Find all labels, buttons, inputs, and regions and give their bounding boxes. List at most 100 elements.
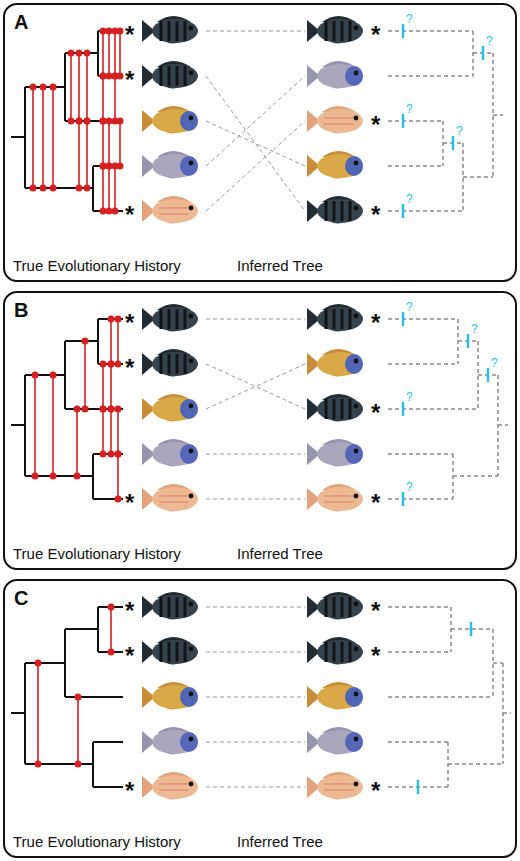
gene-flow-line — [86, 121, 88, 188]
gene-flow-dot — [100, 73, 107, 80]
fish-body — [317, 685, 363, 709]
gene-flow-dot — [40, 84, 47, 91]
gene-flow-dot — [50, 372, 57, 379]
gene-flow-dot — [32, 473, 39, 480]
fish-body — [317, 487, 363, 511]
cyan-tick — [402, 24, 405, 38]
fish-head — [180, 444, 198, 464]
fish-eye — [189, 314, 194, 319]
fish-stripe — [176, 66, 179, 86]
inferred-branch — [498, 424, 508, 426]
fish-picture — [307, 484, 363, 512]
gene-flow-line — [52, 87, 54, 188]
fish-picture — [142, 16, 198, 44]
fish-eye — [354, 161, 359, 166]
tree-branch — [92, 166, 94, 211]
fish-eye — [189, 359, 194, 364]
tree-branch — [93, 786, 123, 788]
fish-stripe — [184, 21, 187, 41]
gene-flow-dot — [40, 185, 47, 192]
gene-flow-dot — [117, 163, 124, 170]
gene-flow-dot — [76, 118, 83, 125]
gene-flow-dot — [100, 163, 107, 170]
cyan-tick — [470, 622, 473, 636]
cyan-tick — [402, 402, 405, 416]
tree-branch — [65, 628, 98, 630]
match-line — [206, 364, 305, 409]
gene-flow-dot — [106, 118, 113, 125]
fish-picture — [307, 151, 363, 179]
inferred-branch — [388, 363, 458, 365]
tree-branch — [97, 31, 99, 76]
gene-flow-dot — [75, 694, 82, 701]
fish-eye — [354, 404, 359, 409]
cyan-tick — [402, 492, 405, 506]
panel-letter: B — [14, 298, 28, 322]
fish-eye — [189, 602, 194, 607]
question-mark: ? — [471, 323, 478, 336]
fish-eye — [189, 206, 194, 211]
inferred-branch — [388, 210, 463, 212]
gene-flow-line — [102, 121, 104, 166]
inferred-branch — [388, 75, 473, 77]
cyan-tick — [402, 114, 405, 128]
gene-flow-dot — [35, 660, 42, 667]
asterisk-mark: * — [371, 203, 380, 227]
fish-stripe — [341, 399, 344, 419]
gene-flow-dot — [115, 451, 122, 458]
gene-flow-dot — [68, 118, 75, 125]
gene-flow-line — [102, 76, 104, 121]
gene-flow-dot — [76, 118, 83, 125]
fish-body — [152, 685, 198, 709]
fish-picture — [142, 106, 198, 134]
fish-eye — [354, 359, 359, 364]
gene-flow-dot — [115, 316, 122, 323]
fish-body — [152, 730, 198, 754]
tree-branch — [92, 742, 94, 787]
tree-branch — [25, 374, 65, 376]
fish-stripe — [184, 309, 187, 329]
fish-stripe — [333, 309, 336, 329]
fish-stripe — [324, 783, 354, 784]
fish-stripe — [160, 66, 163, 86]
inferred-branch — [388, 741, 448, 743]
fish-stripe — [325, 21, 328, 41]
fish-stripe — [341, 21, 344, 41]
fish-body — [152, 154, 198, 178]
match-line — [206, 742, 305, 743]
fish-stripe — [341, 201, 344, 221]
fish-stripe — [333, 597, 336, 617]
match-line — [206, 499, 305, 500]
fish-stripe — [333, 201, 336, 221]
cyan-tick — [417, 780, 420, 794]
gene-flow-dot — [100, 28, 107, 35]
panel-box: ATrue Evolutionary HistoryInferred Tree — [3, 3, 517, 282]
fish-stripe — [341, 309, 344, 329]
fish-stripe — [341, 597, 344, 617]
panel-caption: True Evolutionary History — [13, 545, 181, 563]
gene-flow-dot — [74, 473, 81, 480]
gene-flow-dot — [100, 163, 107, 170]
gene-flow-line — [34, 375, 36, 476]
fish-eye — [189, 71, 194, 76]
fish-stripe — [349, 21, 352, 41]
gene-flow-line — [108, 121, 110, 166]
inferred-branch — [388, 651, 451, 653]
fish-eye — [354, 116, 359, 121]
match-line — [206, 319, 305, 320]
fish-picture — [307, 304, 363, 332]
panel-letter: A — [14, 10, 28, 34]
question-mark: ? — [406, 13, 413, 26]
fish-picture — [142, 439, 198, 467]
fish-body — [152, 64, 198, 88]
fish-stripe — [325, 309, 328, 329]
fish-head — [345, 66, 363, 86]
fish-stripe — [325, 201, 328, 221]
gene-flow-dot — [108, 406, 115, 413]
asterisk-mark: * — [125, 311, 134, 335]
gene-flow-line — [86, 53, 88, 121]
match-line — [206, 787, 305, 788]
fish-stripe — [349, 309, 352, 329]
gene-flow-line — [102, 166, 104, 211]
fish-eye — [354, 602, 359, 607]
